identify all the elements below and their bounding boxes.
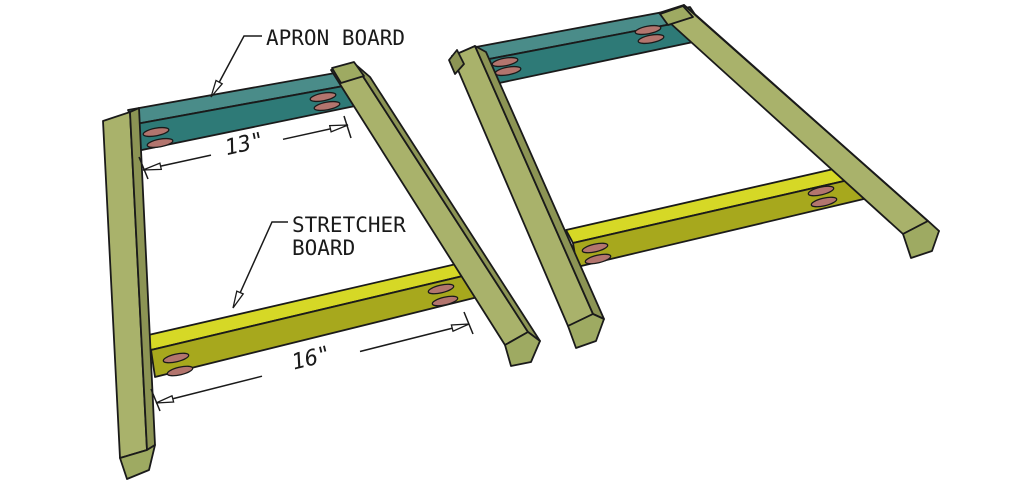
right-leg-board bbox=[658, 4, 940, 259]
pocket-hole-icon bbox=[146, 137, 174, 149]
arrowhead-icon bbox=[232, 290, 245, 309]
pocket-hole-icon bbox=[309, 91, 337, 103]
leg-end-face bbox=[119, 444, 156, 480]
leg-top-end-face bbox=[659, 5, 694, 26]
arrowhead-icon bbox=[328, 124, 349, 133]
pocket-hole-icon bbox=[431, 295, 459, 307]
leg-end-face bbox=[567, 313, 605, 349]
dimension-text: 13" bbox=[222, 128, 266, 161]
arrowhead-icon bbox=[142, 162, 163, 171]
extension-tick bbox=[138, 156, 149, 180]
extension-tick bbox=[463, 311, 474, 335]
right-leg-board bbox=[330, 61, 541, 367]
pocket-hole-icon bbox=[162, 352, 190, 364]
arrowhead-icon bbox=[155, 394, 175, 404]
dimension-text: 16" bbox=[289, 342, 334, 376]
arrowhead-icon bbox=[450, 323, 470, 333]
left-leg-board bbox=[102, 107, 156, 480]
pocket-hole-icon bbox=[637, 33, 665, 45]
pocket-hole-icon bbox=[313, 100, 341, 112]
pocket-hole-icon bbox=[810, 196, 838, 208]
dimension-line bbox=[359, 323, 470, 353]
dimension-stretcher-span: 16" bbox=[150, 311, 474, 412]
stretcher-board-label-line1: STRETCHER bbox=[292, 213, 406, 237]
extension-tick bbox=[343, 115, 352, 139]
leg-top-end-face bbox=[331, 61, 365, 84]
leader-line bbox=[213, 35, 262, 93]
dimension-apron-span: 13" bbox=[138, 115, 352, 180]
stretcher-board-callout: STRETCHER BOARD bbox=[232, 213, 406, 309]
pocket-hole-icon bbox=[142, 126, 170, 138]
leader-line bbox=[235, 221, 288, 303]
left-assembly bbox=[102, 61, 541, 480]
leg-top-end-face bbox=[448, 49, 465, 75]
leg-end-face bbox=[504, 331, 541, 367]
stretcher-board bbox=[565, 162, 869, 268]
pocket-hole-icon bbox=[634, 24, 662, 36]
pocket-hole-icon bbox=[584, 253, 612, 265]
extension-tick bbox=[150, 388, 161, 412]
pocket-hole-icon bbox=[581, 242, 609, 254]
pocket-hole-icon bbox=[427, 283, 455, 295]
left-leg-board bbox=[448, 45, 605, 349]
arrowhead-icon bbox=[210, 79, 224, 98]
dimension-line bbox=[155, 375, 263, 404]
apron-board bbox=[127, 69, 361, 152]
apron-board-label: APRON BOARD bbox=[266, 26, 405, 50]
pocket-hole-icon bbox=[166, 365, 194, 377]
leg-end-face bbox=[902, 220, 940, 259]
pocket-hole-icon bbox=[807, 185, 835, 197]
stretcher-board-label-line2: BOARD bbox=[292, 236, 355, 260]
apron-board-callout: APRON BOARD bbox=[210, 26, 405, 98]
right-assembly bbox=[448, 4, 940, 349]
